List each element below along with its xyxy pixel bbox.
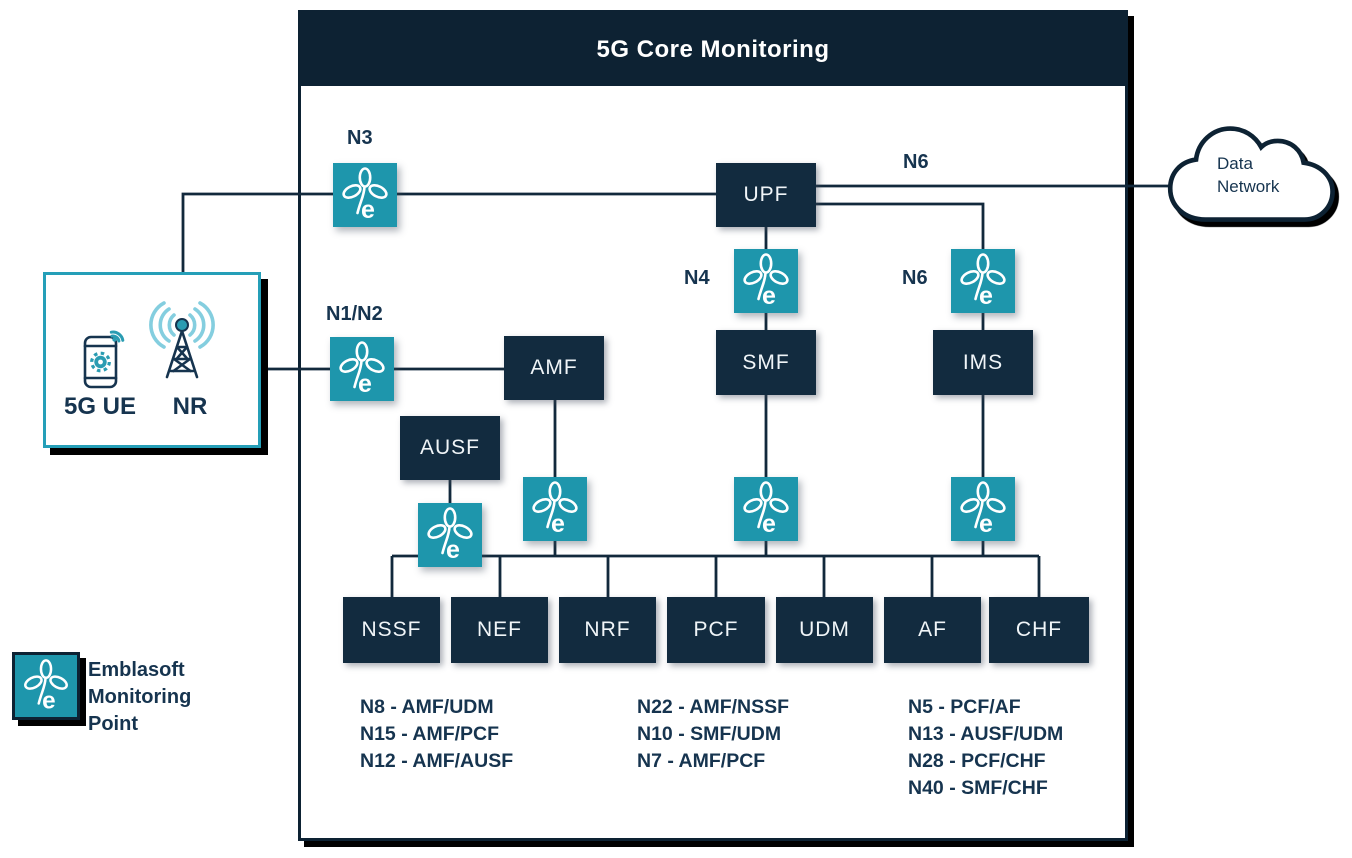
monitoring-point-ausf-sbi [418, 503, 482, 567]
ue-label: 5G UE [63, 393, 137, 420]
node-label: IMS [962, 350, 1004, 374]
node-label: AMF [530, 356, 578, 379]
node-upf: UPF [716, 163, 816, 227]
monitoring-point-ims-sbi [951, 477, 1015, 541]
emblasoft-monitoring-point-icon [741, 253, 791, 312]
node-af: AF [884, 597, 981, 663]
emblasoft-monitoring-point-icon [530, 481, 580, 540]
emblasoft-monitoring-point-icon [22, 659, 70, 716]
interface-label-n1n2: N1/N2 [326, 303, 383, 325]
nr-antenna-icon [149, 301, 215, 379]
reference-item: N7 - AMF/PCF [637, 750, 766, 772]
reference-item: N10 - SMF/UDM [637, 723, 782, 745]
node-label: SMF [742, 350, 790, 374]
core-monitoring-panel: 5G Core Monitoring [298, 10, 1128, 841]
node-ausf: AUSF [400, 416, 500, 480]
cloud-label: Data Network [1217, 154, 1280, 196]
node-nef: NEF [451, 597, 548, 663]
monitoring-point-n1n2 [330, 337, 394, 401]
monitoring-point-smf-sbi [734, 477, 798, 541]
interface-label-n4: N4 [684, 267, 710, 289]
node-smf: SMF [716, 330, 816, 395]
interface-label-n6-ims: N6 [902, 267, 928, 289]
monitoring-point-n6-ims [951, 249, 1015, 313]
legend-label: Emblasoft Monitoring Point [88, 657, 191, 738]
node-label: PCF [693, 618, 739, 641]
page-title: 5G Core Monitoring [596, 35, 830, 63]
reference-item: N40 - SMF/CHF [908, 777, 1048, 799]
5g-ue-phone-icon [83, 330, 125, 389]
legend-line: Emblasoft [88, 659, 185, 681]
reference-list-2: N22 - AMF/NSSF N10 - SMF/UDM N7 - AMF/PC… [637, 694, 789, 775]
legend-line: Point [88, 713, 138, 735]
reference-item: N28 - PCF/CHF [908, 750, 1046, 772]
reference-list-3: N5 - PCF/AF N13 - AUSF/UDM N28 - PCF/CHF… [908, 694, 1063, 802]
monitoring-point-n3 [333, 163, 397, 227]
emblasoft-monitoring-point-icon [741, 481, 791, 540]
interface-label-n3: N3 [347, 127, 373, 149]
emblasoft-monitoring-point-icon [340, 167, 390, 226]
node-label: CHF [1015, 618, 1063, 641]
node-label: UDM [799, 618, 850, 641]
data-network-cloud: Data Network [1164, 116, 1346, 230]
reference-item: N5 - PCF/AF [908, 696, 1021, 718]
reference-list-1: N8 - AMF/UDM N15 - AMF/PCF N12 - AMF/AUS… [360, 694, 513, 775]
monitoring-point-amf-sbi [523, 477, 587, 541]
reference-item: N12 - AMF/AUSF [360, 750, 514, 772]
node-label: NEF [477, 618, 522, 641]
reference-item: N15 - AMF/PCF [360, 723, 500, 745]
node-label: AUSF [419, 436, 480, 459]
emblasoft-monitoring-point-icon [958, 481, 1008, 540]
emblasoft-monitoring-point-icon [337, 341, 387, 400]
node-pcf: PCF [667, 597, 765, 663]
cloud-icon [1167, 126, 1335, 222]
node-ims: IMS [933, 330, 1033, 395]
node-nssf: NSSF [343, 597, 440, 663]
panel-header: 5G Core Monitoring [301, 13, 1125, 86]
nr-label: NR [172, 393, 208, 420]
interface-label-n6-dn: N6 [903, 151, 929, 173]
emblasoft-monitoring-point-icon [425, 507, 475, 566]
node-label: AF [918, 618, 947, 641]
node-chf: CHF [989, 597, 1089, 663]
legend-line: Monitoring [88, 686, 192, 708]
node-label: NRF [584, 618, 631, 641]
reference-item: N22 - AMF/NSSF [637, 696, 790, 718]
emblasoft-monitoring-point-icon [958, 253, 1008, 312]
node-label: NSSF [361, 618, 422, 641]
legend-monitoring-point-icon [12, 652, 80, 720]
access-network-box: 5G UE NR [43, 272, 261, 448]
node-udm: UDM [776, 597, 873, 663]
reference-item: N8 - AMF/UDM [360, 696, 494, 718]
node-label: UPF [743, 183, 789, 206]
monitoring-point-n4 [734, 249, 798, 313]
node-nrf: NRF [559, 597, 656, 663]
node-amf: AMF [504, 336, 604, 400]
reference-item: N13 - AUSF/UDM [908, 723, 1064, 745]
